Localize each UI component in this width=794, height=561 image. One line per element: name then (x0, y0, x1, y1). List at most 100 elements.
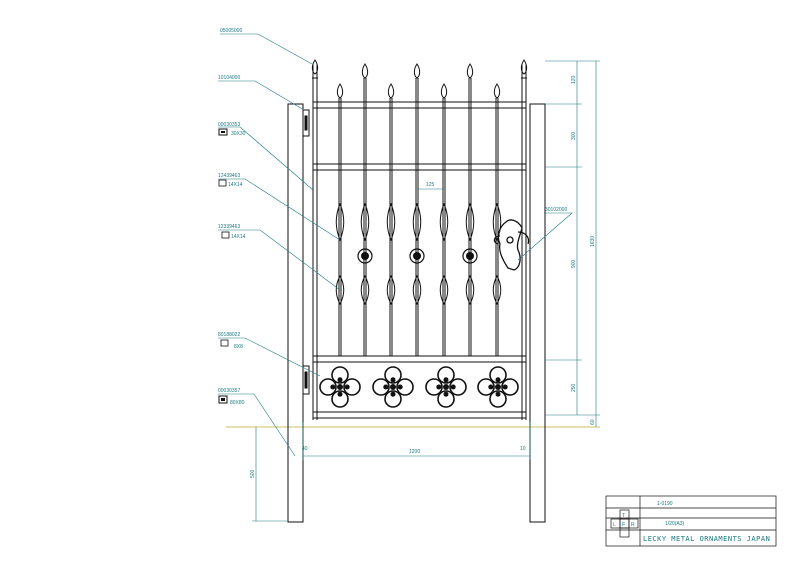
square-post-icon (218, 395, 228, 404)
hinge-lower (302, 365, 310, 395)
dimension-lines-right (545, 60, 600, 427)
scroll-lobe (489, 390, 507, 408)
scroll-lobe (449, 378, 467, 396)
dimension-lines-bottom (252, 422, 531, 522)
rosette-core (361, 252, 369, 260)
post-finial (311, 59, 319, 79)
drawing-number: 1-0190 (657, 501, 673, 507)
callout-code: 00030357 (218, 388, 240, 394)
bar-twist (360, 274, 370, 306)
callout-code: 80188022 (218, 332, 240, 338)
bar-twist (360, 202, 370, 242)
callout-size: 30X30 (231, 131, 246, 137)
scroll-curl (443, 377, 449, 383)
dim-overall: 1630 (590, 236, 596, 247)
dim-middle: 900 (571, 259, 577, 268)
callout-size: 14X14 (231, 234, 246, 240)
rosette-core (466, 252, 474, 260)
scroll-center (337, 384, 343, 390)
company-name: LECKY METAL ORNAMENTS JAPAN (643, 535, 770, 543)
scroll-curl (337, 391, 343, 397)
scroll-lobe (437, 366, 455, 384)
bar-twist (412, 274, 422, 306)
scroll-curl (390, 377, 396, 383)
scroll-lobe (396, 378, 414, 396)
callout-size: 14X14 (228, 182, 243, 188)
view-top: T (622, 513, 625, 519)
scroll-curl (450, 384, 456, 390)
hinge-upper (302, 109, 310, 137)
callout-leaders (218, 33, 573, 457)
scroll-lobe (384, 390, 402, 408)
lever-handle (493, 219, 530, 271)
callout-size: 8X8 (234, 344, 243, 350)
gate-frame (312, 64, 527, 420)
dim-width: 1200 (409, 449, 420, 455)
view-right: R (631, 522, 635, 528)
square-tube-icon (218, 128, 228, 136)
picket-finial (493, 83, 501, 99)
callout-code: 30102000 (545, 207, 567, 213)
square-bar-icon (218, 179, 227, 187)
scroll-curl (337, 377, 343, 383)
drawing-scale: 1/20(A3) (665, 521, 685, 527)
scroll-lobe (372, 378, 390, 396)
callout-code: 12339463 (218, 224, 240, 230)
picket-finial (361, 63, 369, 79)
rosette (357, 248, 373, 264)
bar-twist (465, 202, 475, 242)
dim-top: 120 (571, 75, 577, 84)
scroll-curl (495, 391, 501, 397)
dim-upper: 300 (571, 131, 577, 140)
scroll-curl (495, 377, 501, 383)
scroll-panel (319, 366, 519, 408)
dim-lower: 250 (571, 383, 577, 392)
dim-spacing: 125 (426, 182, 435, 188)
square-bar-icon (221, 231, 230, 239)
right-post (529, 103, 546, 523)
picket-finial (387, 83, 395, 99)
scroll-lobe (384, 366, 402, 384)
view-front: F (622, 522, 625, 528)
bar-twist (335, 274, 345, 306)
bar-twist (439, 274, 449, 306)
bar-twist (386, 274, 396, 306)
dim-ground: 500 (250, 469, 256, 478)
rosette (409, 248, 425, 264)
scroll-lobe (477, 378, 495, 396)
callout-code: 10104000 (218, 75, 240, 81)
bar-twist (335, 202, 345, 242)
dim-base: 60 (590, 419, 596, 425)
scroll-curl (344, 384, 350, 390)
picket-finial (440, 83, 448, 99)
scroll-lobe (437, 390, 455, 408)
bar-twist (492, 202, 502, 242)
scroll-lobe (425, 378, 443, 396)
scroll-lobe (489, 366, 507, 384)
scroll-curl (502, 384, 508, 390)
bar-twist (412, 202, 422, 242)
scroll-lobe (501, 378, 519, 396)
view-left: L (613, 522, 616, 528)
picket-bars (311, 59, 528, 356)
scroll-curl (330, 384, 336, 390)
picket-finial (413, 63, 421, 79)
scroll-curl (436, 384, 442, 390)
scroll-lobe (331, 390, 349, 408)
scroll-lobe (319, 378, 337, 396)
bar-twist (386, 202, 396, 242)
rosette-core (413, 252, 421, 260)
scroll-center (495, 384, 501, 390)
scroll-curl (488, 384, 494, 390)
rosette (462, 248, 478, 264)
callout-code: 12439463 (218, 173, 240, 179)
post-finial (520, 59, 528, 79)
dim-right-gap: 10 (520, 446, 526, 452)
scroll-lobe (343, 378, 361, 396)
callout-code: 00030353 (218, 122, 240, 128)
callout-code: 05005000 (220, 28, 242, 34)
scroll-curl (397, 384, 403, 390)
scroll-curl (390, 391, 396, 397)
